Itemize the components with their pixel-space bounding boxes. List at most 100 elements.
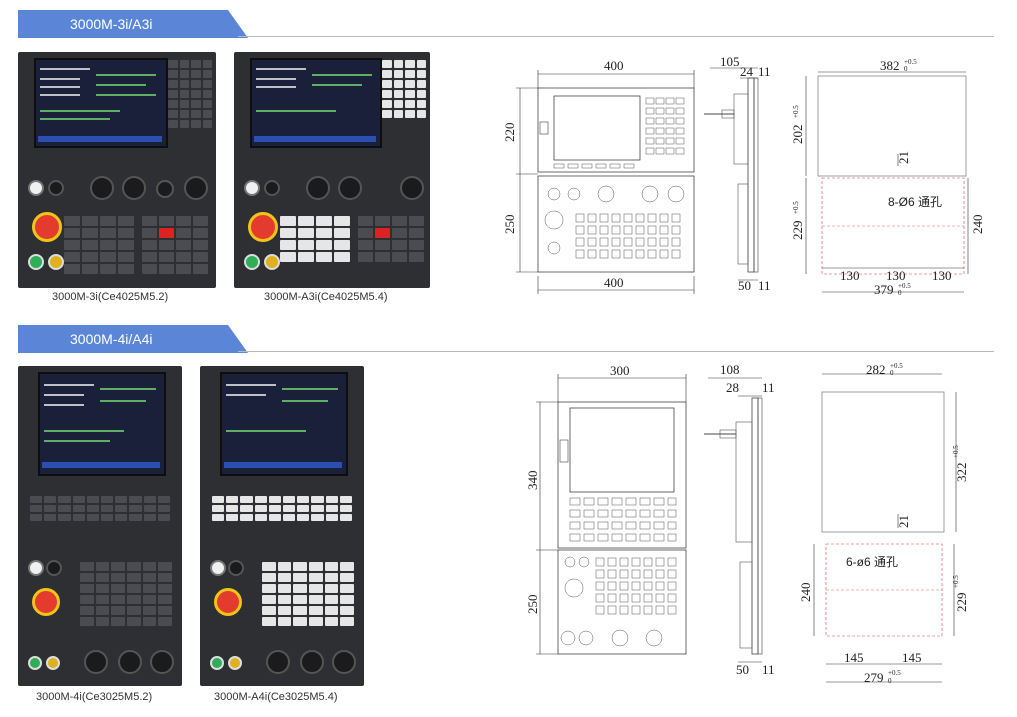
power-off-button xyxy=(46,560,62,576)
keypad xyxy=(30,496,170,521)
cutout-drawing-3i: 382 +0.5 0 202 +0.5 21 8-Ø6 通孔 229 +0.5 … xyxy=(788,54,988,299)
caption-3000m-a3i: 3000M-A3i(Ce4025M5.4) xyxy=(264,291,388,303)
dim-ramp: 21 xyxy=(896,151,911,164)
key-switch xyxy=(156,180,174,198)
rapid-override-knob xyxy=(400,176,424,200)
dim-front-width-bottom: 400 xyxy=(604,275,624,290)
caption-3000m-a4i: 3000M-A4i(Ce3025M5.4) xyxy=(214,691,338,703)
side-view-drawing-3i: 105 24 11 50 11 xyxy=(700,54,780,299)
cycle-start-button xyxy=(28,254,44,270)
svg-text:0: 0 xyxy=(888,677,892,685)
feed-hold-button xyxy=(48,254,64,270)
power-on-button xyxy=(28,180,44,196)
emergency-stop-button xyxy=(214,588,242,616)
dim-height-lower: 250 xyxy=(525,595,540,615)
svg-text:+0.5: +0.5 xyxy=(890,362,903,370)
product-image-3000m-a3i xyxy=(234,52,430,288)
feed-override-knob xyxy=(84,650,108,674)
dim-side-bottom-a: 50 xyxy=(738,278,751,293)
dim-cut-right: 240 xyxy=(970,215,985,235)
dim-front-width-top: 400 xyxy=(604,58,624,73)
cycle-start-button xyxy=(244,254,260,270)
emergency-stop-button xyxy=(32,588,60,616)
feed-hold-button xyxy=(228,656,242,670)
dim-side-bottom-b: 11 xyxy=(762,662,775,677)
rapid-override-knob xyxy=(150,650,174,674)
section-title-4i: 3000M-4i/A4i xyxy=(18,325,248,353)
spindle-override-knob xyxy=(122,176,146,200)
jog-keypad xyxy=(64,216,134,274)
section-header-3i: 3000M-3i/A3i xyxy=(18,10,994,40)
dim-front-width: 300 xyxy=(610,363,630,378)
svg-text:+0.5: +0.5 xyxy=(888,669,901,677)
dim-side-depth: 105 xyxy=(720,54,740,69)
svg-text:+0.5: +0.5 xyxy=(952,575,960,588)
dim-cut-h1: 322 xyxy=(954,463,969,483)
keypad xyxy=(168,60,212,128)
feed-hold-button xyxy=(46,656,60,670)
caption-3000m-3i: 3000M-3i(Ce4025M5.2) xyxy=(52,291,169,303)
product-image-3000m-a4i xyxy=(200,366,364,686)
dim-height-upper: 340 xyxy=(525,471,540,491)
section-header-4i: 3000M-4i/A4i xyxy=(18,325,994,355)
feed-override-knob xyxy=(306,176,330,200)
svg-text:+0.5: +0.5 xyxy=(898,282,911,290)
lcd-screen xyxy=(220,372,348,476)
rapid-override-knob xyxy=(332,650,356,674)
dim-side-a: 28 xyxy=(726,380,739,395)
dim-cut-h2: 229 xyxy=(790,221,805,241)
spindle-override-knob xyxy=(338,176,362,200)
spindle-override-knob xyxy=(300,650,324,674)
dim-side-depth: 108 xyxy=(720,362,740,377)
function-keypad xyxy=(142,216,208,274)
dim-side-b: 11 xyxy=(758,64,771,79)
operation-keypad xyxy=(80,562,172,626)
dim-cut-left: 240 xyxy=(798,583,813,603)
product-image-3000m-3i xyxy=(18,52,216,288)
svg-text:+0.5: +0.5 xyxy=(792,201,800,214)
feed-override-knob xyxy=(266,650,290,674)
dim-holes: 6-ø6 通孔 xyxy=(846,555,898,569)
svg-text:+0.5: +0.5 xyxy=(904,58,917,66)
dim-spacing-1: 130 xyxy=(840,268,860,283)
power-on-button xyxy=(244,180,260,196)
lcd-screen xyxy=(34,58,168,148)
power-off-button xyxy=(228,560,244,576)
svg-text:0: 0 xyxy=(904,65,908,73)
dim-cut-h2: 229 xyxy=(954,593,969,613)
dim-height-upper: 220 xyxy=(502,123,517,143)
jog-keypad xyxy=(280,216,350,262)
svg-text:+0.5: +0.5 xyxy=(952,445,960,458)
section-divider xyxy=(238,351,994,352)
dim-cut-width-top: 282 xyxy=(866,362,886,377)
function-keypad xyxy=(358,216,424,262)
dim-side-bottom-a: 50 xyxy=(736,662,749,677)
dim-cut-width-bottom: 379 xyxy=(874,282,894,297)
dim-cut-width-bottom: 279 xyxy=(864,670,884,685)
operation-keypad xyxy=(262,562,354,626)
dim-holes: 8-Ø6 通孔 xyxy=(888,195,942,209)
section-divider xyxy=(238,36,994,37)
dim-height-lower: 250 xyxy=(502,215,517,235)
dim-side-a: 24 xyxy=(740,64,754,79)
dim-cut-h1: 202 xyxy=(790,125,805,145)
dim-spacing-1: 145 xyxy=(844,650,864,665)
dim-spacing-2: 145 xyxy=(902,650,922,665)
svg-text:+0.5: +0.5 xyxy=(792,105,800,118)
power-off-button xyxy=(48,180,64,196)
lcd-screen xyxy=(38,372,166,476)
dim-spacing-2: 130 xyxy=(886,268,906,283)
svg-text:0: 0 xyxy=(890,369,894,377)
rapid-override-knob xyxy=(184,176,208,200)
emergency-stop-button xyxy=(32,212,62,242)
front-view-drawing-3i: 400 220 250 400 xyxy=(498,54,708,299)
front-view-drawing-4i: 300 340 250 xyxy=(520,362,700,692)
dim-side-bottom-b: 11 xyxy=(758,278,771,293)
product-image-3000m-4i xyxy=(18,366,182,686)
spindle-override-knob xyxy=(118,650,142,674)
caption-3000m-4i: 3000M-4i(Ce3025M5.2) xyxy=(36,691,153,703)
svg-text:0: 0 xyxy=(898,289,902,297)
side-view-drawing-4i: 108 28 11 50 11 xyxy=(700,362,785,692)
dim-cut-width-top: 382 xyxy=(880,58,900,73)
feed-hold-button xyxy=(264,254,280,270)
